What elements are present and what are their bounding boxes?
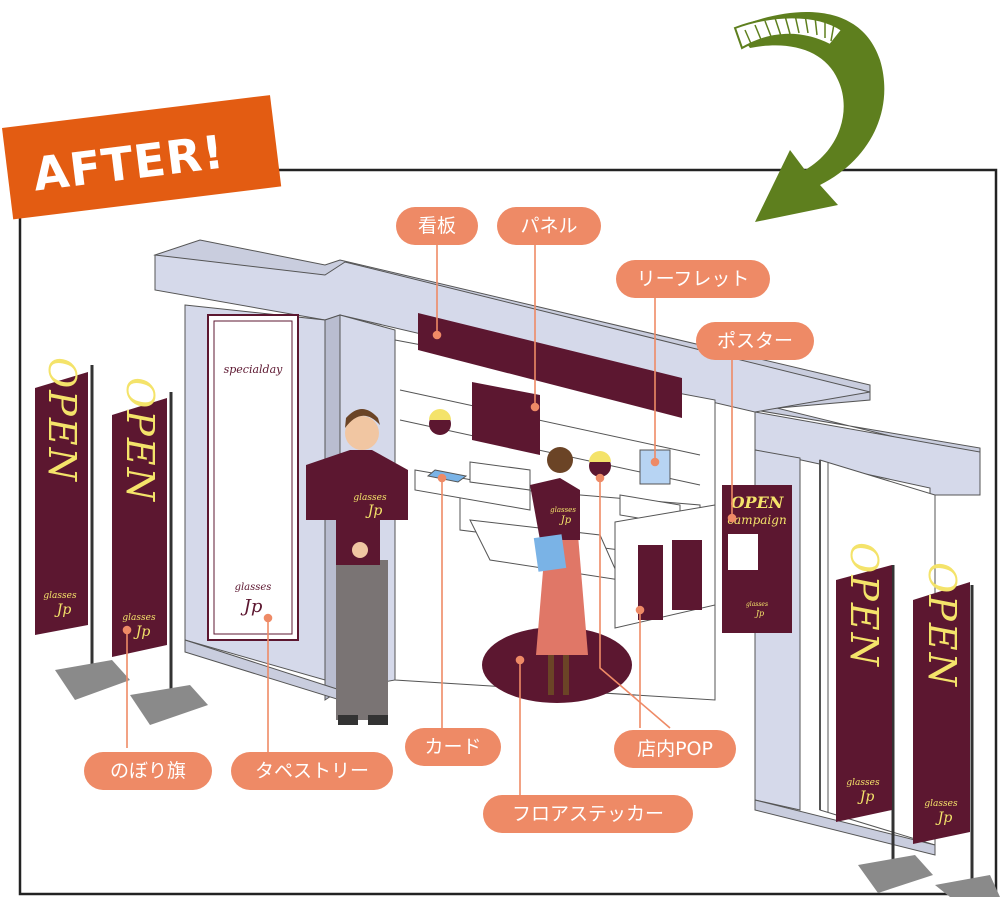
nobori-flag-4 [913, 582, 1000, 897]
label-in-store-pop: 店内POP [614, 730, 736, 768]
nobori-flag-1 [35, 365, 130, 700]
label-panel: パネル [497, 207, 601, 245]
label-poster: ポスター [696, 322, 814, 360]
leader-lines [122, 245, 737, 795]
tapestry [207, 314, 299, 641]
label-nobori: のぼり旗 [84, 752, 212, 790]
flag2-open: OPEN [118, 377, 162, 503]
woman-shirt-brand: glasses [550, 506, 576, 514]
poster-subtitle: campaign [727, 513, 786, 527]
in-store-pop-right [672, 540, 702, 610]
man-shirt-brand-mark: Jp [365, 503, 383, 519]
flag4-brand: glasses [924, 799, 958, 809]
frame-border [18, 168, 998, 896]
man-shirt-brand: glasses [353, 493, 387, 503]
flag2-brand-mark: Jp [133, 624, 151, 640]
flag3-brand-mark: Jp [857, 789, 875, 805]
flag1-brand-mark: Jp [54, 602, 72, 618]
poster-brand-mark: Jp [754, 609, 764, 618]
staff-woman-figure [530, 447, 588, 695]
label-card: カード [405, 728, 501, 766]
label-leaflet: リーフレット [616, 260, 770, 298]
flag4-open: OPEN [920, 562, 964, 688]
nobori-flag-2 [112, 392, 208, 725]
tapestry-brand: glasses [235, 582, 272, 593]
label-floor-sticker: フロアステッカー [483, 795, 693, 833]
flag3-open: OPEN [842, 542, 886, 668]
flag4-brand-mark: Jp [935, 810, 953, 826]
label-tapestry: タペストリー [231, 752, 393, 790]
flag2-brand: glasses [122, 613, 156, 623]
flag1-open: OPEN [40, 357, 84, 483]
poster-title: OPEN [731, 493, 785, 512]
staff-man-figure [306, 409, 408, 725]
kanban-sign [418, 313, 682, 418]
poster-brand: glasses [746, 601, 768, 608]
card-item [426, 469, 468, 483]
flag1-brand: glasses [43, 591, 77, 601]
curved-arrow-icon [733, 12, 885, 223]
label-kanban: 看板 [396, 207, 478, 245]
tapestry-brand-mark: Jp [240, 596, 263, 617]
tapestry-top-text: specialday [224, 363, 284, 376]
wall-panel [472, 382, 540, 455]
nobori-flag-3 [836, 565, 933, 893]
flag3-brand: glasses [846, 778, 880, 788]
woman-shirt-brand-mark: Jp [559, 515, 572, 526]
